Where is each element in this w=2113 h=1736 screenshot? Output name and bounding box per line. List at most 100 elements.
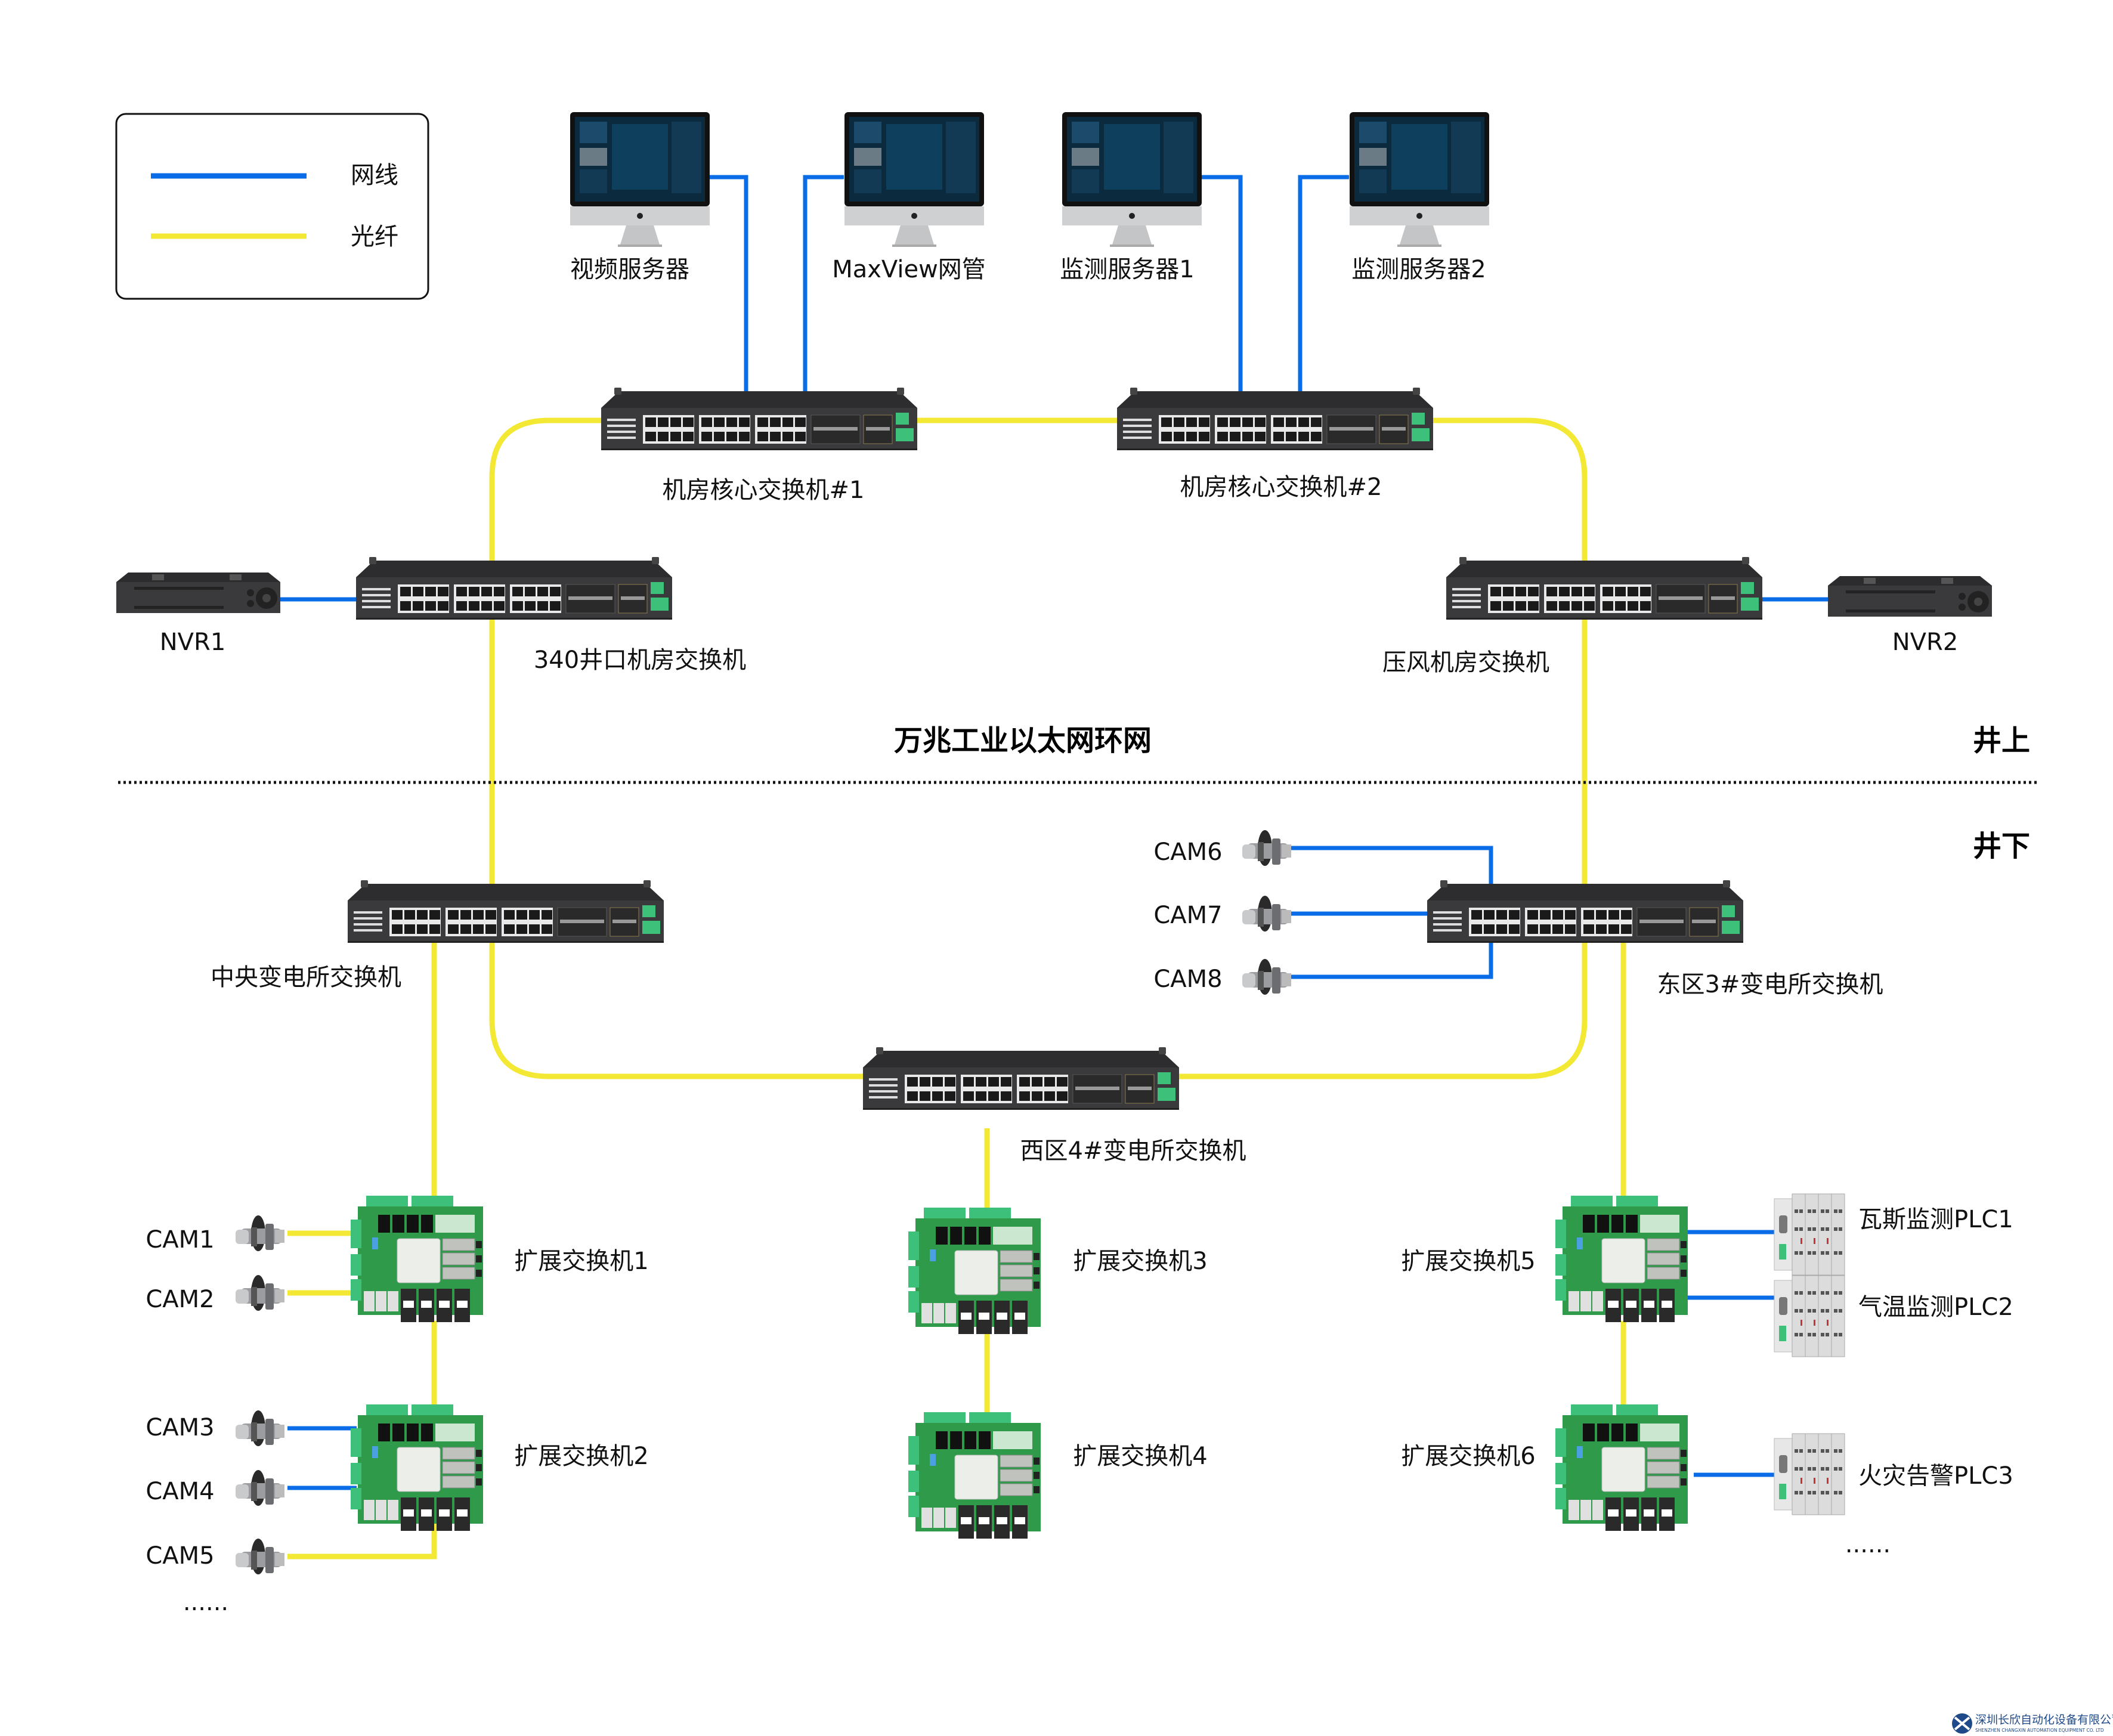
camera-icon bbox=[236, 1275, 284, 1311]
camera-icon bbox=[236, 1539, 284, 1574]
camera-2[interactable]: CAM2 bbox=[146, 1275, 284, 1313]
server-label: 视频服务器 bbox=[570, 256, 689, 283]
switch-icon bbox=[1446, 556, 1763, 620]
legend: 网线 光纤 bbox=[115, 113, 429, 300]
expansion-switch-1[interactable]: 扩展交换机1 bbox=[350, 1195, 649, 1323]
switch-340-well[interactable]: 340井口机房交换机 bbox=[355, 556, 746, 674]
plc-3-fire[interactable]: 火灾告警PLC3 bbox=[1774, 1433, 2013, 1515]
camera-6[interactable]: CAM6 bbox=[1153, 830, 1291, 866]
expansion-switch-label: 扩展交换机5 bbox=[1401, 1248, 1535, 1275]
camera-4[interactable]: CAM4 bbox=[146, 1470, 284, 1506]
plc-label: 火灾告警PLC3 bbox=[1858, 1462, 2013, 1490]
camera-list-ellipsis: ...... bbox=[183, 1589, 228, 1616]
switch-core-2[interactable]: 机房核心交换机#2 bbox=[1116, 387, 1434, 501]
camera-1[interactable]: CAM1 bbox=[146, 1215, 284, 1254]
camera-7[interactable]: CAM7 bbox=[1153, 896, 1291, 932]
pcb-switch-icon bbox=[1555, 1404, 1688, 1531]
switch-label: 西区4#变电所交换机 bbox=[1020, 1137, 1246, 1165]
switch-icon bbox=[862, 1047, 1180, 1110]
switch-label: 压风机房交换机 bbox=[1382, 649, 1549, 676]
cable-maxview bbox=[803, 175, 844, 392]
camera-5[interactable]: CAM5 bbox=[146, 1539, 284, 1574]
camera-label: CAM4 bbox=[146, 1478, 214, 1505]
server-maxview[interactable]: MaxView网管 bbox=[832, 112, 986, 283]
camera-icon bbox=[1242, 830, 1291, 866]
server-label: 监测服务器2 bbox=[1351, 256, 1486, 283]
pcb-switch-icon bbox=[908, 1207, 1041, 1335]
plc-icon bbox=[1774, 1275, 1845, 1357]
expansion-switch-label: 扩展交换机4 bbox=[1073, 1443, 1207, 1470]
server-label: MaxView网管 bbox=[832, 256, 986, 283]
camera-icon bbox=[236, 1410, 284, 1446]
pcb-switch-icon bbox=[1555, 1195, 1688, 1323]
ring-title: 万兆工业以太网环网 bbox=[894, 724, 1152, 757]
nvr-label: NVR1 bbox=[160, 629, 226, 656]
camera-label: CAM3 bbox=[146, 1414, 214, 1441]
camera-label: CAM2 bbox=[146, 1286, 214, 1313]
plc-1-gas[interactable]: 瓦斯监测PLC1 bbox=[1774, 1193, 2013, 1276]
switch-east-3-substation[interactable]: 东区3#变电所交换机 bbox=[1427, 880, 1883, 998]
switch-central-substation[interactable]: 中央变电所交换机 bbox=[211, 880, 664, 991]
pcb-switch-icon bbox=[350, 1404, 484, 1531]
zone-label-below: 井下 bbox=[1973, 830, 2030, 863]
switch-icon bbox=[601, 387, 918, 451]
pcb-switch-icon bbox=[908, 1412, 1041, 1539]
server-video[interactable]: 视频服务器 bbox=[570, 112, 710, 283]
fiber-ring bbox=[489, 417, 1588, 1079]
company-logo-mark bbox=[1954, 1716, 1970, 1731]
camera-label: CAM8 bbox=[1153, 966, 1222, 993]
switch-label: 东区3#变电所交换机 bbox=[1657, 971, 1883, 998]
camera-3[interactable]: CAM3 bbox=[146, 1410, 284, 1446]
switch-label: 机房核心交换机#1 bbox=[663, 476, 865, 504]
camera-icon bbox=[236, 1470, 284, 1506]
expansion-switch-3[interactable]: 扩展交换机3 bbox=[908, 1207, 1208, 1335]
pcb-switch-icon bbox=[350, 1195, 484, 1323]
zone-label-above: 井上 bbox=[1973, 724, 2030, 757]
camera-icon bbox=[236, 1215, 284, 1251]
expansion-switch-4[interactable]: 扩展交换机4 bbox=[908, 1412, 1208, 1539]
expansion-switch-label: 扩展交换机6 bbox=[1401, 1443, 1535, 1470]
legend-box bbox=[115, 113, 429, 300]
monitor-icon bbox=[570, 112, 710, 247]
switch-icon bbox=[1427, 880, 1744, 943]
monitor-icon bbox=[844, 112, 984, 247]
plc-label: 气温监测PLC2 bbox=[1858, 1294, 2013, 1321]
nvr-icon bbox=[1828, 576, 1992, 617]
company-name-cn: 深圳长欣自动化设备有限公司 bbox=[1975, 1713, 2113, 1726]
switch-icon bbox=[355, 556, 673, 620]
switch-label: 中央变电所交换机 bbox=[211, 964, 401, 991]
server-monitor-1[interactable]: 监测服务器1 bbox=[1060, 112, 1202, 283]
switch-west-4-substation[interactable]: 西区4#变电所交换机 bbox=[862, 1047, 1246, 1165]
server-label: 监测服务器1 bbox=[1060, 256, 1194, 283]
camera-label: CAM6 bbox=[1153, 838, 1222, 866]
nvr-1[interactable]: NVR1 bbox=[116, 573, 280, 656]
camera-label: CAM5 bbox=[146, 1542, 214, 1570]
camera-label: CAM1 bbox=[146, 1226, 214, 1254]
camera-icon bbox=[1242, 896, 1291, 932]
nvr-label: NVR2 bbox=[1892, 629, 1959, 656]
switch-label: 340井口机房交换机 bbox=[534, 646, 746, 674]
legend-network-cable-label: 网线 bbox=[351, 162, 398, 189]
nvr-icon bbox=[116, 573, 280, 613]
plc-icon bbox=[1774, 1193, 1845, 1276]
expansion-switch-label: 扩展交换机1 bbox=[514, 1248, 648, 1275]
cable-monitor-server2 bbox=[1298, 175, 1349, 392]
camera-8[interactable]: CAM8 bbox=[1153, 959, 1291, 995]
nvr-2[interactable]: NVR2 bbox=[1828, 576, 1992, 656]
switch-core-1[interactable]: 机房核心交换机#1 bbox=[601, 387, 918, 504]
legend-fiber-label: 光纤 bbox=[351, 223, 398, 250]
plc-list-ellipsis: ...... bbox=[1845, 1531, 1891, 1558]
expansion-switch-5[interactable]: 扩展交换机5 bbox=[1401, 1195, 1688, 1323]
cable-cam8 bbox=[1291, 942, 1493, 979]
expansion-switch-6[interactable]: 扩展交换机6 bbox=[1401, 1404, 1688, 1531]
plc-2-temperature[interactable]: 气温监测PLC2 bbox=[1774, 1275, 2013, 1357]
cable-cam6 bbox=[1291, 846, 1493, 887]
company-name-en: SHENZHEN CHANGXIN AUTOMATION EQUIPMENT C… bbox=[1975, 1728, 2104, 1733]
plc-icon bbox=[1774, 1433, 1845, 1515]
camera-icon bbox=[1242, 959, 1291, 995]
switch-icon bbox=[347, 880, 664, 943]
server-monitor-2[interactable]: 监测服务器2 bbox=[1350, 112, 1489, 283]
expansion-switch-2[interactable]: 扩展交换机2 bbox=[350, 1404, 649, 1531]
switch-compressor[interactable]: 压风机房交换机 bbox=[1382, 556, 1763, 676]
monitor-icon bbox=[1062, 112, 1202, 247]
